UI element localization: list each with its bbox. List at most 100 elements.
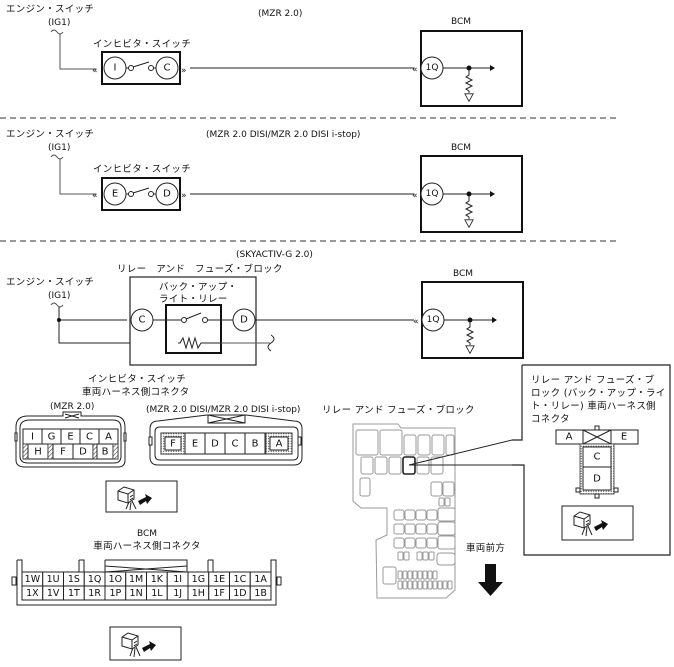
fuse-block-title: リレー アンド フューズ・ブロック [322, 404, 475, 416]
fuse-slot [402, 580, 408, 590]
pin-label: 1B [254, 588, 267, 599]
pin-label: 1U [47, 574, 60, 585]
pin-label: 1Q [426, 189, 439, 199]
fuse-slot [427, 580, 433, 590]
blank-cavity [92, 443, 98, 460]
callout-title: コネクタ [531, 414, 570, 425]
fuse-slot [417, 570, 423, 580]
connector-title: 車両ハーネス側コネクタ [82, 386, 189, 398]
arrow-icon [492, 317, 497, 323]
pin-label: C [232, 439, 239, 450]
pin-label: 1E [213, 574, 225, 585]
pin-label: D [163, 189, 171, 200]
power-sub-label: (IG1) [48, 143, 70, 153]
vehicle-front-arrow-icon [478, 564, 503, 596]
module-label: BCM [453, 269, 473, 279]
pin-label: 1H [192, 588, 205, 599]
fuse-slot [407, 570, 413, 580]
arrow-icon [490, 65, 495, 71]
junction-dot [467, 317, 473, 323]
relay-label: ライト・リレー [159, 294, 228, 305]
relay-contact-arm [185, 312, 202, 320]
pin-label: D [593, 474, 601, 485]
pin-label: D [211, 439, 219, 450]
lock-mark-icon [207, 414, 246, 424]
pin-label: D [240, 315, 248, 326]
harness-side-view-icon [105, 480, 178, 513]
pin-label: 1X [26, 588, 39, 599]
pin-label: E [67, 432, 73, 443]
wire [59, 159, 96, 195]
fuse-slot [428, 551, 435, 561]
pin-label: 1D [233, 588, 246, 599]
fuse-slot [393, 523, 405, 535]
callout-title: リレー アンド フューズ・ブ [531, 374, 655, 386]
pin-circle [155, 56, 179, 80]
variant-label: (MZR 2.0 DISI/MZR 2.0 DISI i-stop) [206, 130, 360, 140]
contact [148, 65, 154, 71]
fuse-slot [393, 537, 405, 549]
connector-mark-icon: « [92, 191, 98, 201]
fuse-slot [437, 507, 456, 522]
section-skyactiv: (SKYACTIV-G 2.0) リレー アンド フューズ・ブロック エンジン・… [6, 250, 524, 366]
pin-cell [269, 436, 289, 451]
power-label: エンジン・スイッチ [6, 129, 94, 140]
fuse-slot [436, 552, 456, 566]
lock-mark-icon [582, 429, 612, 445]
fuse-break-icon [50, 154, 64, 160]
lock-mark-icon [104, 559, 188, 573]
backup-light-relay [165, 304, 222, 354]
pin-label: 1N [130, 588, 143, 599]
fuse-slot [402, 570, 408, 580]
fuse-slot [432, 580, 438, 590]
fuse-slot [397, 570, 403, 580]
mzr-row1: I G E C A [22, 428, 119, 445]
fuse-slot [426, 537, 438, 549]
section-disi: エンジン・スイッチ (IG1) (MZR 2.0 DISI/MZR 2.0 DI… [6, 129, 523, 233]
fuse-slot [415, 537, 427, 549]
pin-cell [610, 429, 639, 445]
fuse-slot [432, 570, 438, 580]
pin-label: A [105, 432, 112, 443]
junction-dot [466, 65, 472, 71]
relay-coil-icon [178, 336, 221, 350]
pin-label: B [102, 447, 109, 458]
pin-label: G [48, 432, 56, 443]
fuse-slot [442, 580, 448, 590]
connector-mark-icon: « [412, 65, 418, 75]
relay-fuse-block-view: リレー アンド フューズ・ブロック 車両前方 [322, 404, 513, 599]
pin-label: D [79, 447, 87, 458]
pin-label: 1O [109, 574, 123, 585]
section-mzr: エンジン・スイッチ (IG1) (MZR 2.0) インヒビタ・スイッチ « I… [6, 4, 523, 107]
fuse-slot [412, 570, 418, 580]
pin-label: 1Q [426, 63, 439, 73]
pin-label: I [31, 432, 34, 443]
pin-label: A [566, 432, 573, 443]
junction-dot [57, 318, 61, 322]
pin-cell [582, 466, 612, 491]
fuse-slot [437, 580, 443, 590]
pin-label: C [164, 63, 171, 74]
fuse-slot [415, 523, 427, 535]
pin-label: F [170, 439, 176, 450]
callout-title: ト・リレー) 車両ハーネス側 [531, 400, 656, 412]
pin-label: 1G [192, 574, 205, 585]
pin-label: 1W [25, 574, 41, 585]
variant-label: (MZR 2.0) [258, 9, 302, 19]
pin-label: I [114, 63, 117, 74]
pin-label: E [192, 439, 198, 450]
block-label: リレー アンド フューズ・ブロック [117, 263, 283, 275]
fuse-slot [382, 566, 397, 585]
inhibitor-connector-views: インヒビタ・スイッチ 車両ハーネス側コネクタ (MZR 2.0) I G E C… [14, 374, 303, 513]
fuse-slot [422, 580, 428, 590]
pin-label: C [594, 452, 601, 463]
pin-cell [164, 436, 182, 451]
fuse-slot [416, 551, 423, 561]
pin-label: F [60, 447, 66, 458]
pin-label: 1P [109, 588, 121, 599]
arrow-icon [490, 191, 495, 197]
fuse-slot [426, 509, 438, 521]
connector-mark-icon: « [412, 191, 418, 201]
